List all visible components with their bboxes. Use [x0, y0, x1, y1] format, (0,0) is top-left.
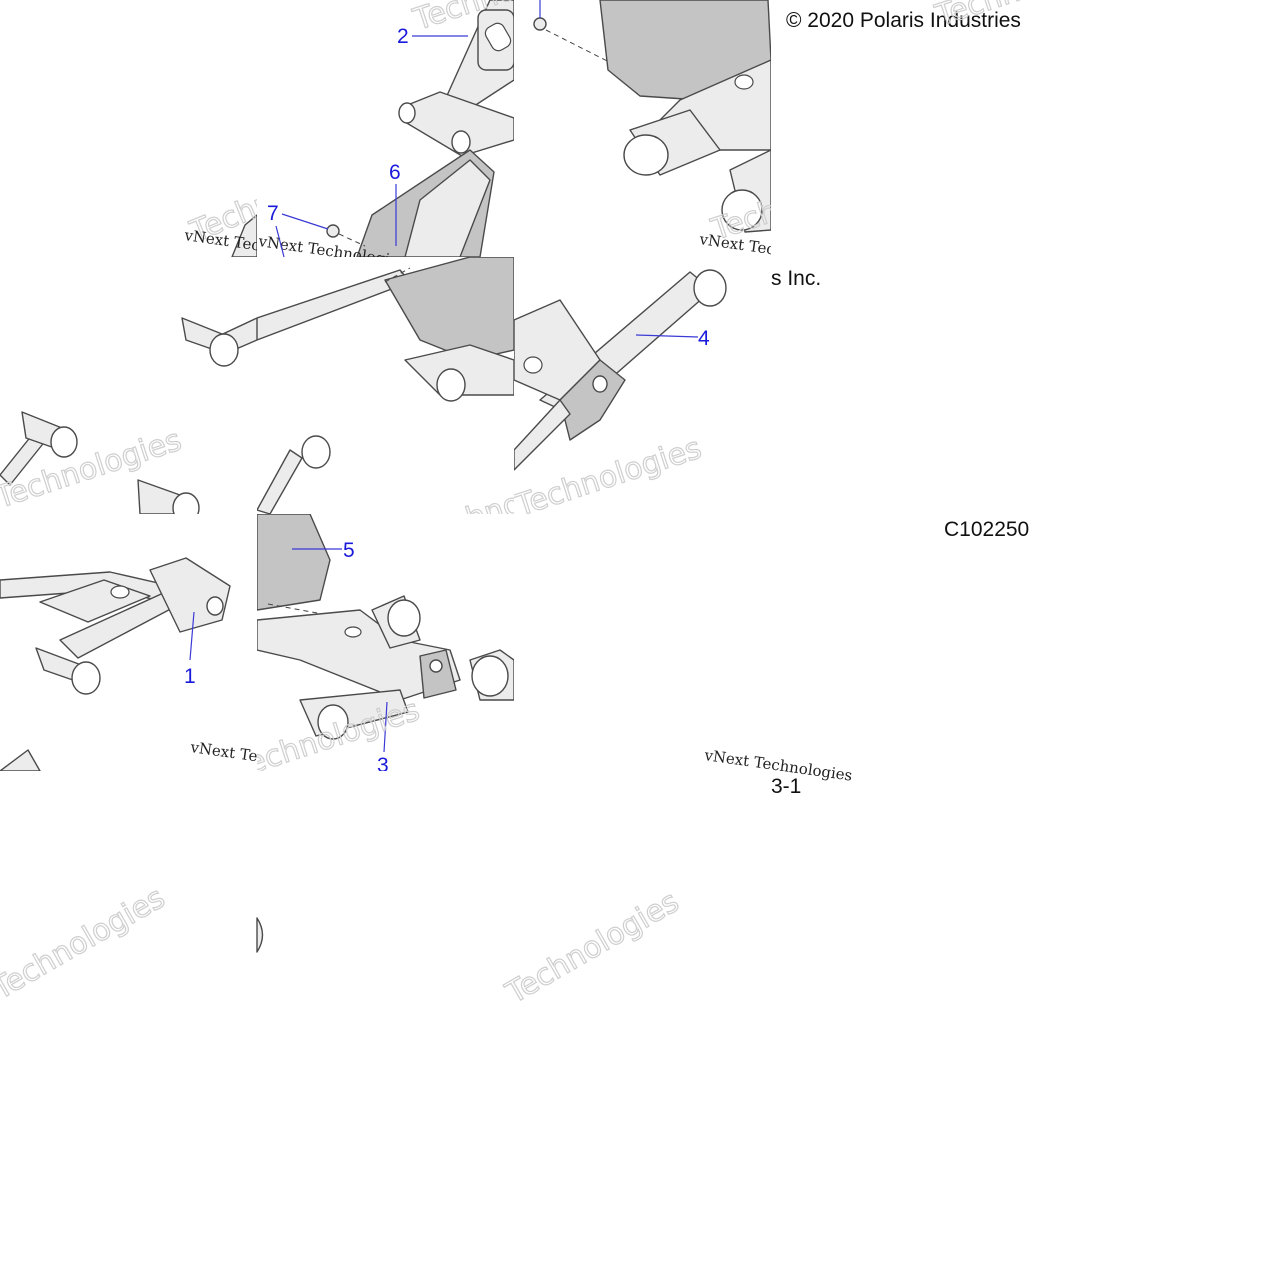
fastener-part — [326, 224, 340, 238]
ball-joint-housing — [149, 557, 231, 633]
callout-3: 3 — [377, 754, 389, 777]
callout-6: 6 — [389, 161, 401, 184]
tile-r1-c0: Technologies — [0, 317, 257, 514]
copyright-text: © 2020 Polaris Industries Inc. — [786, 9, 1061, 32]
copyright-fragment: s Inc. — [771, 267, 821, 290]
callout-7: 7 — [267, 202, 279, 225]
tile-r0-c2: Technologies vNext Technologies — [533, 0, 848, 269]
svg-text:vNext Technologies: vNext Technologies — [697, 230, 848, 269]
bushing-tube — [71, 661, 101, 695]
callout-4: 4 — [698, 327, 710, 350]
guard-part-3 — [384, 257, 514, 361]
bushing-tube — [623, 134, 669, 176]
guard-part-4 — [257, 514, 331, 611]
callout-2: 2 — [397, 25, 409, 48]
drawing-id: C102250 — [944, 518, 1029, 541]
lower-arm-part — [257, 609, 461, 701]
svg-text:Technologies: Technologies — [0, 880, 171, 1007]
tile-r2-c0: vNext Technologies 1 — [0, 557, 257, 771]
part-fragment — [256, 917, 264, 953]
callout-1: 1 — [184, 665, 196, 688]
tile-r0-c1: Technologies vNext Technologies 2 6 7 — [257, 0, 514, 257]
page-ref: 3-1 — [771, 775, 801, 798]
svg-text:Technologies: Technologies — [500, 884, 685, 1011]
fastener-part-2 — [533, 17, 547, 31]
bushing-tube — [209, 333, 239, 367]
tile-r2-c1: 5 3 Technologies — [257, 514, 514, 777]
bushing-tube — [693, 269, 727, 307]
tile-r1-c2: Technologies 4 — [514, 269, 727, 514]
tile-r0-c3: © 2020 Polaris Industries Inc. Technolog… — [786, 0, 1061, 35]
callout-5: 5 — [343, 539, 355, 562]
bushing-tube — [387, 599, 421, 637]
